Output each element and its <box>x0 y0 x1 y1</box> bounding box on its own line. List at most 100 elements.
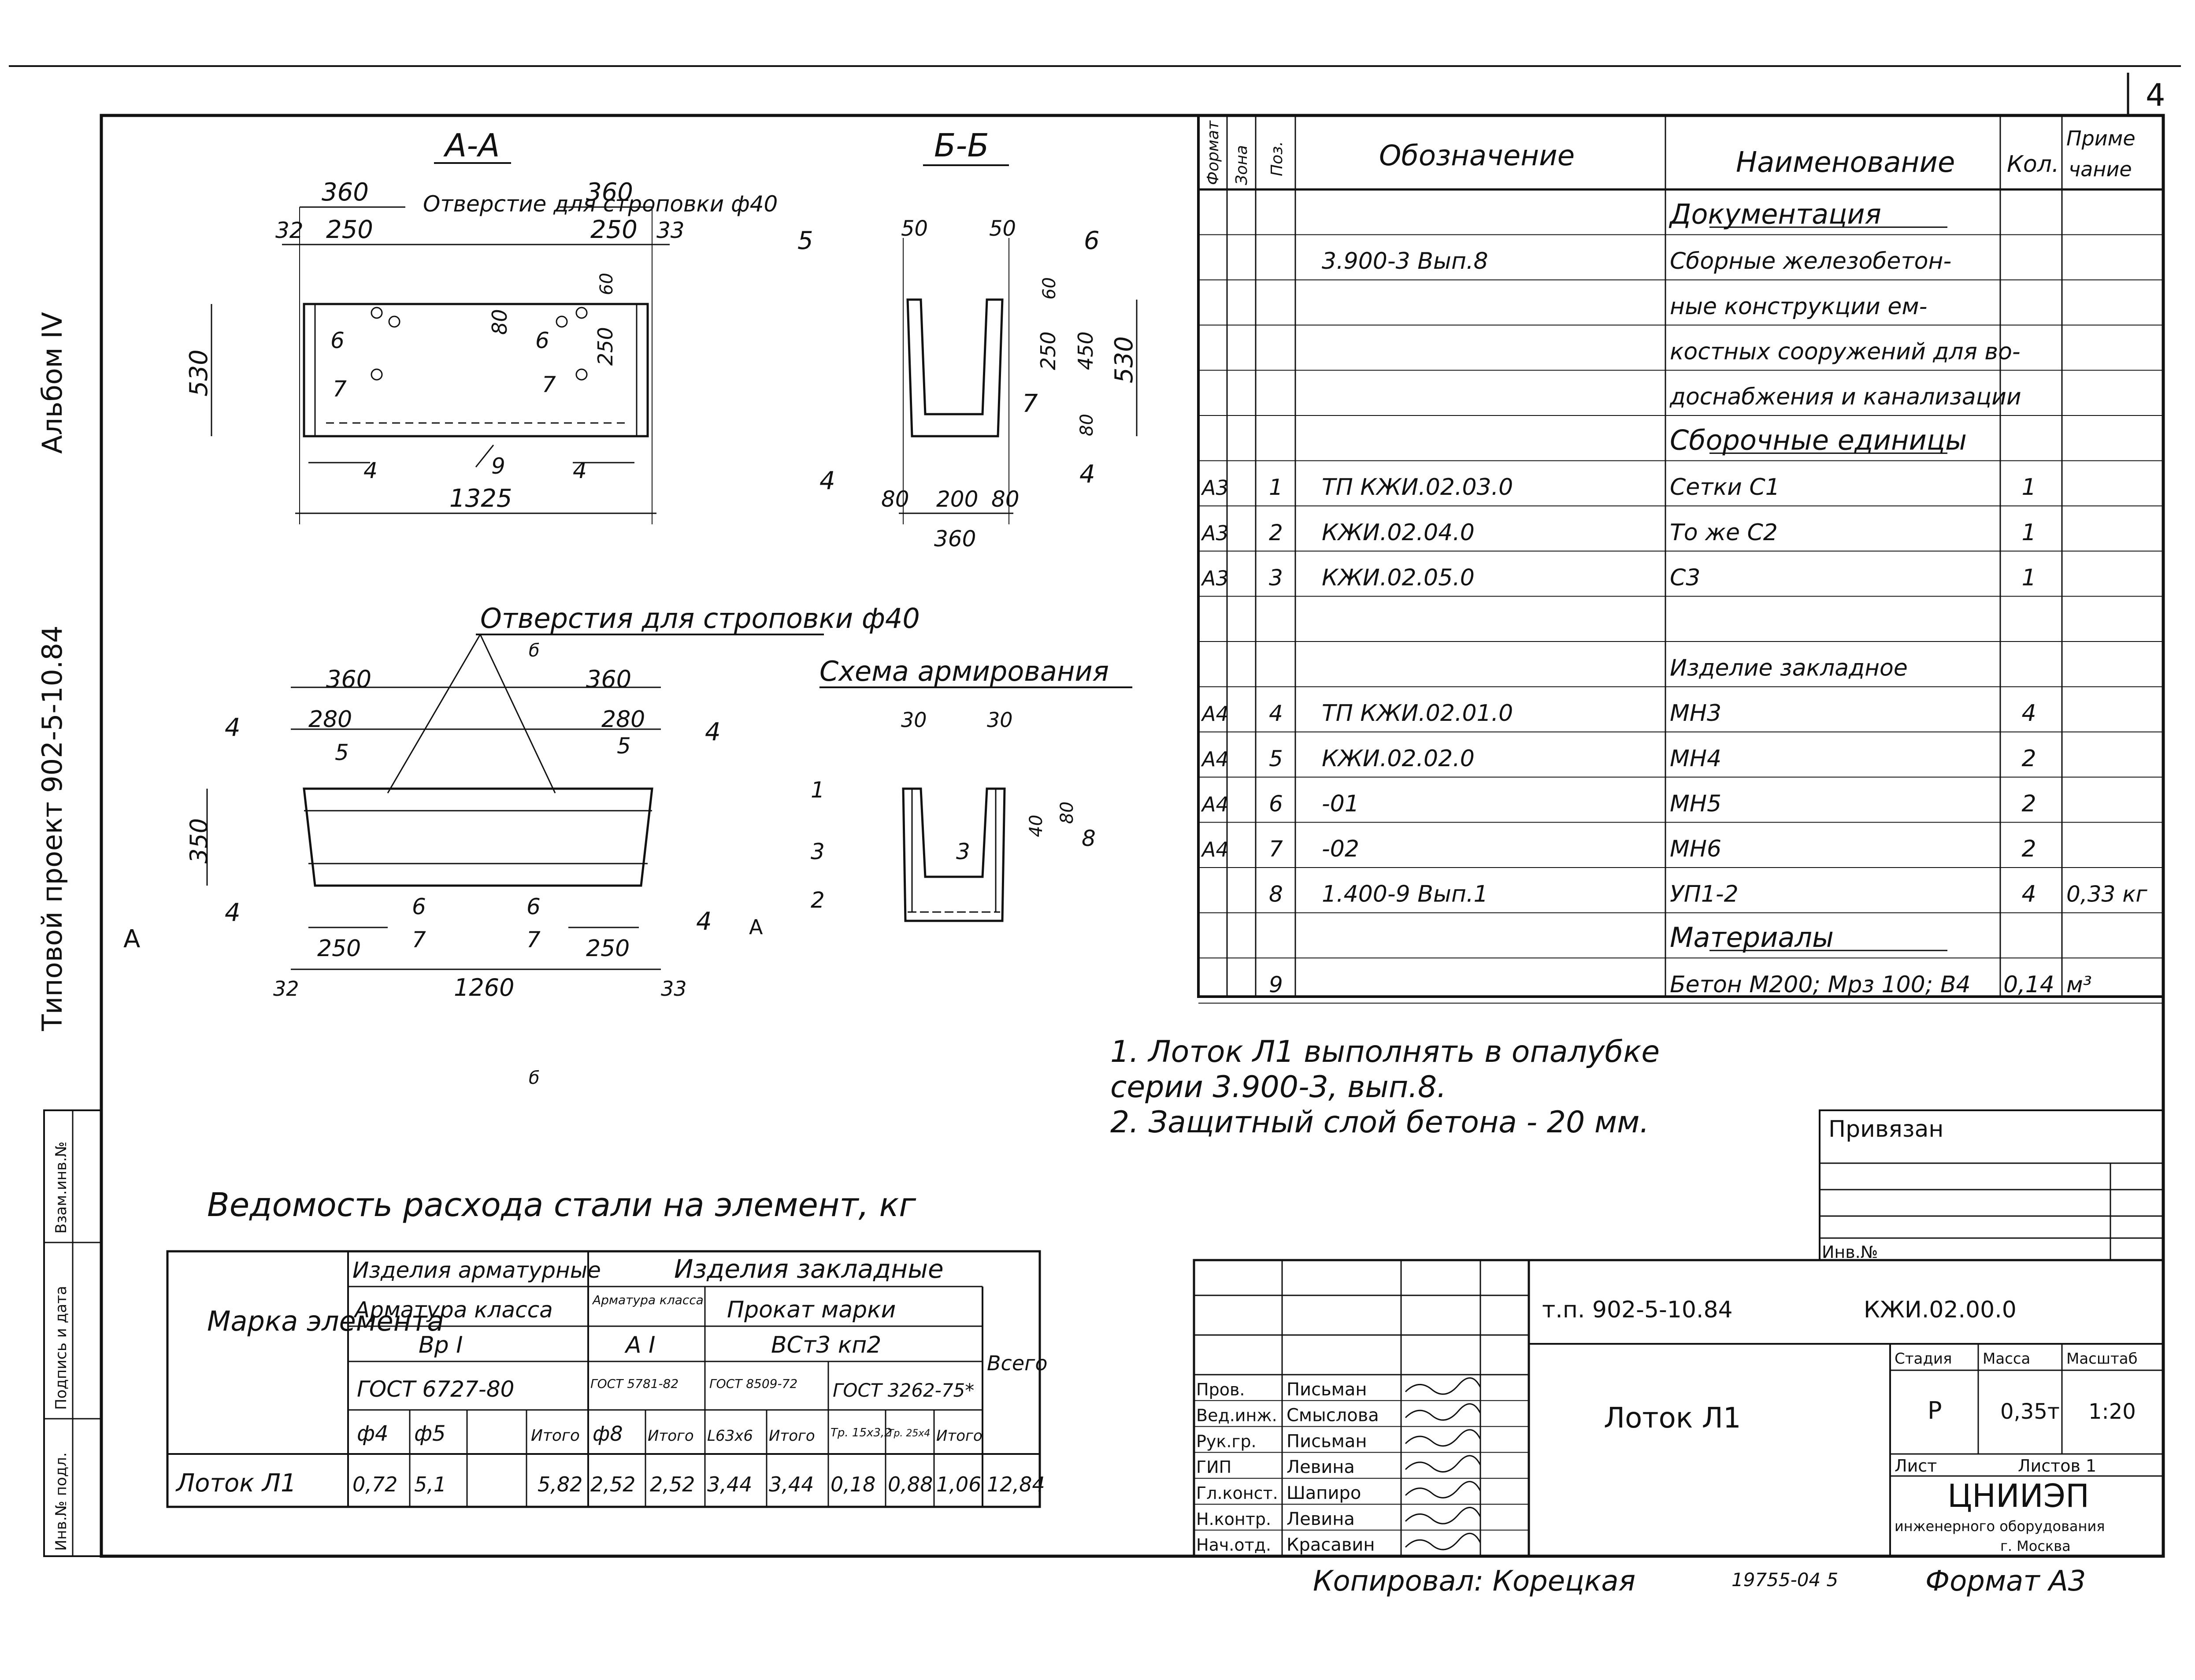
svg-text:L63x6: L63x6 <box>707 1427 753 1445</box>
spec-row-des: -01 <box>1322 790 1359 817</box>
svg-text:Марка элемента: Марка элемента <box>207 1305 444 1337</box>
tb-doc-no: т.п. 902-5-10.84 <box>1542 1297 1733 1323</box>
svg-text:80: 80 <box>1077 414 1097 436</box>
svg-text:250: 250 <box>590 215 638 244</box>
tb-person: Левина <box>1287 1457 1355 1477</box>
svg-text:1325: 1325 <box>449 484 512 513</box>
svg-text:6: 6 <box>412 894 426 920</box>
svg-text:Арматура класса: Арматура класса <box>353 1297 553 1323</box>
tb-role: Пров. <box>1196 1380 1245 1399</box>
section-aa: А-А Отверстие для строповки ф40 360 360 … <box>185 127 778 524</box>
spec-row-pos: 5 <box>1269 746 1283 771</box>
spec-row-qty: 1 <box>2021 564 2036 591</box>
spec-row-name: Сборные железобетон- <box>1670 248 1951 274</box>
spec-row-fmt: А4 <box>1201 702 1229 726</box>
svg-text:Тр. 25x4: Тр. 25x4 <box>888 1428 930 1439</box>
svg-text:А I: А I <box>624 1332 655 1358</box>
stamp-sign: Подпись и дата <box>52 1286 70 1410</box>
spec-row-fmt: А4 <box>1201 747 1229 771</box>
note-3: 2. Защитный слой бетона - 20 мм. <box>1110 1105 1649 1140</box>
svg-text:4: 4 <box>819 467 835 495</box>
svg-text:350: 350 <box>185 818 213 864</box>
svg-text:3: 3 <box>811 839 825 864</box>
section-bb-title: Б-Б <box>934 127 989 164</box>
spec-row-des: КЖИ.02.02.0 <box>1322 745 1475 772</box>
spec-row-name: МН4 <box>1670 745 1721 772</box>
spec-row-qty: 1 <box>2021 519 2036 546</box>
tb-person: Письман <box>1287 1380 1367 1400</box>
spec-row-fmt: А4 <box>1201 792 1229 816</box>
svg-text:А: А <box>123 925 140 953</box>
svg-text:530: 530 <box>185 349 213 397</box>
tb-person: Смыслова <box>1287 1406 1379 1426</box>
tb-name: Лоток Л1 <box>1604 1402 1741 1435</box>
spec-row-qty: 0,14 <box>2003 972 2054 998</box>
spec-header: Формат <box>1204 120 1222 185</box>
tb-person: Красавин <box>1287 1535 1375 1555</box>
spec-row-name: Сборочные единицы <box>1670 424 1967 456</box>
spec-row-name: УП1-2 <box>1670 881 1739 908</box>
svg-text:4: 4 <box>705 718 721 746</box>
svg-text:Итого: Итого <box>648 1427 694 1445</box>
spec-row-name: МН5 <box>1670 790 1721 817</box>
scheme-title: Схема армирования <box>819 655 1109 687</box>
signature <box>1405 1429 1481 1447</box>
tb-code: КЖИ.02.00.0 <box>1864 1297 2017 1323</box>
spec-row-fmt: А3 <box>1201 566 1229 590</box>
spec-row-pos: 8 <box>1269 882 1283 907</box>
svg-text:7: 7 <box>412 927 426 953</box>
spec-row-name: Материалы <box>1670 921 1834 953</box>
spec-row-pos: 7 <box>1269 836 1283 862</box>
signature <box>1405 1481 1481 1498</box>
spec-header: Зона <box>1233 145 1251 185</box>
spec-row-pos: 1 <box>1269 475 1283 500</box>
spec-row-des: ТП КЖИ.02.03.0 <box>1322 474 1513 501</box>
spec-header: Поз. <box>1268 141 1286 176</box>
spec-row-note: 0,33 кг <box>2066 882 2147 907</box>
tb-roles: Пров.ПисьманВед.инж.СмысловаРук.гр.Письм… <box>1194 1377 1529 1557</box>
svg-text:А: А <box>749 915 763 939</box>
spec-row-des: -02 <box>1322 836 1359 862</box>
svg-text:4: 4 <box>225 898 241 927</box>
svg-text:ф5: ф5 <box>414 1421 446 1446</box>
spec-row-pos: 9 <box>1269 972 1283 998</box>
tb-role: ГИП <box>1196 1457 1231 1477</box>
svg-text:Масса: Масса <box>1983 1350 2030 1368</box>
svg-text:Всего: Всего <box>987 1351 1047 1375</box>
spec-row-name: доснабжения и канализации <box>1669 384 2021 410</box>
svg-text:1260: 1260 <box>454 974 514 1001</box>
footer-code: 19755-04 5 <box>1732 1569 1838 1591</box>
spec-header-note: Приме <box>2066 126 2136 150</box>
svg-text:250: 250 <box>326 215 373 244</box>
steel-row-mark: Лоток Л1 <box>175 1469 297 1498</box>
svg-text:4: 4 <box>1079 460 1095 489</box>
spec-row-note: м³ <box>2066 972 2092 998</box>
tb-org: ЦНИИЭП <box>1947 1477 2089 1514</box>
page-number: 4 <box>2146 77 2165 113</box>
svg-text:2,52: 2,52 <box>590 1472 635 1496</box>
svg-text:1: 1 <box>811 777 825 803</box>
spec-row-fmt: А3 <box>1201 476 1229 500</box>
svg-text:3,44: 3,44 <box>707 1472 752 1496</box>
svg-text:80: 80 <box>881 486 909 512</box>
stamp-replace: Взам.инв.№ <box>52 1142 70 1234</box>
section-bb: Б-Б 5 6 7 4 4 50 50 60 250 450 530 80 80… <box>797 127 1138 552</box>
svg-text:0,35т: 0,35т <box>2000 1399 2060 1424</box>
svg-text:Стадия: Стадия <box>1895 1350 1952 1368</box>
signature <box>1405 1507 1481 1524</box>
svg-text:250: 250 <box>586 935 630 962</box>
svg-text:Итого: Итого <box>936 1427 983 1445</box>
svg-text:5,82: 5,82 <box>538 1472 582 1496</box>
svg-text:Масштаб: Масштаб <box>2066 1350 2138 1368</box>
svg-text:г. Москва: г. Москва <box>2000 1538 2071 1554</box>
spec-row-qty: 2 <box>2021 745 2036 772</box>
svg-text:1:20: 1:20 <box>2088 1399 2136 1424</box>
svg-text:Р: Р <box>1928 1397 1942 1424</box>
svg-text:0,18: 0,18 <box>831 1472 875 1496</box>
svg-text:5: 5 <box>335 740 349 765</box>
svg-text:ф8: ф8 <box>593 1422 623 1446</box>
footer-copied: Копировал: Корецкая <box>1313 1565 1635 1598</box>
spec-row-name: костных сооружений для во- <box>1670 338 2021 365</box>
tb-person: Письман <box>1287 1431 1367 1451</box>
svg-text:250: 250 <box>317 935 361 962</box>
